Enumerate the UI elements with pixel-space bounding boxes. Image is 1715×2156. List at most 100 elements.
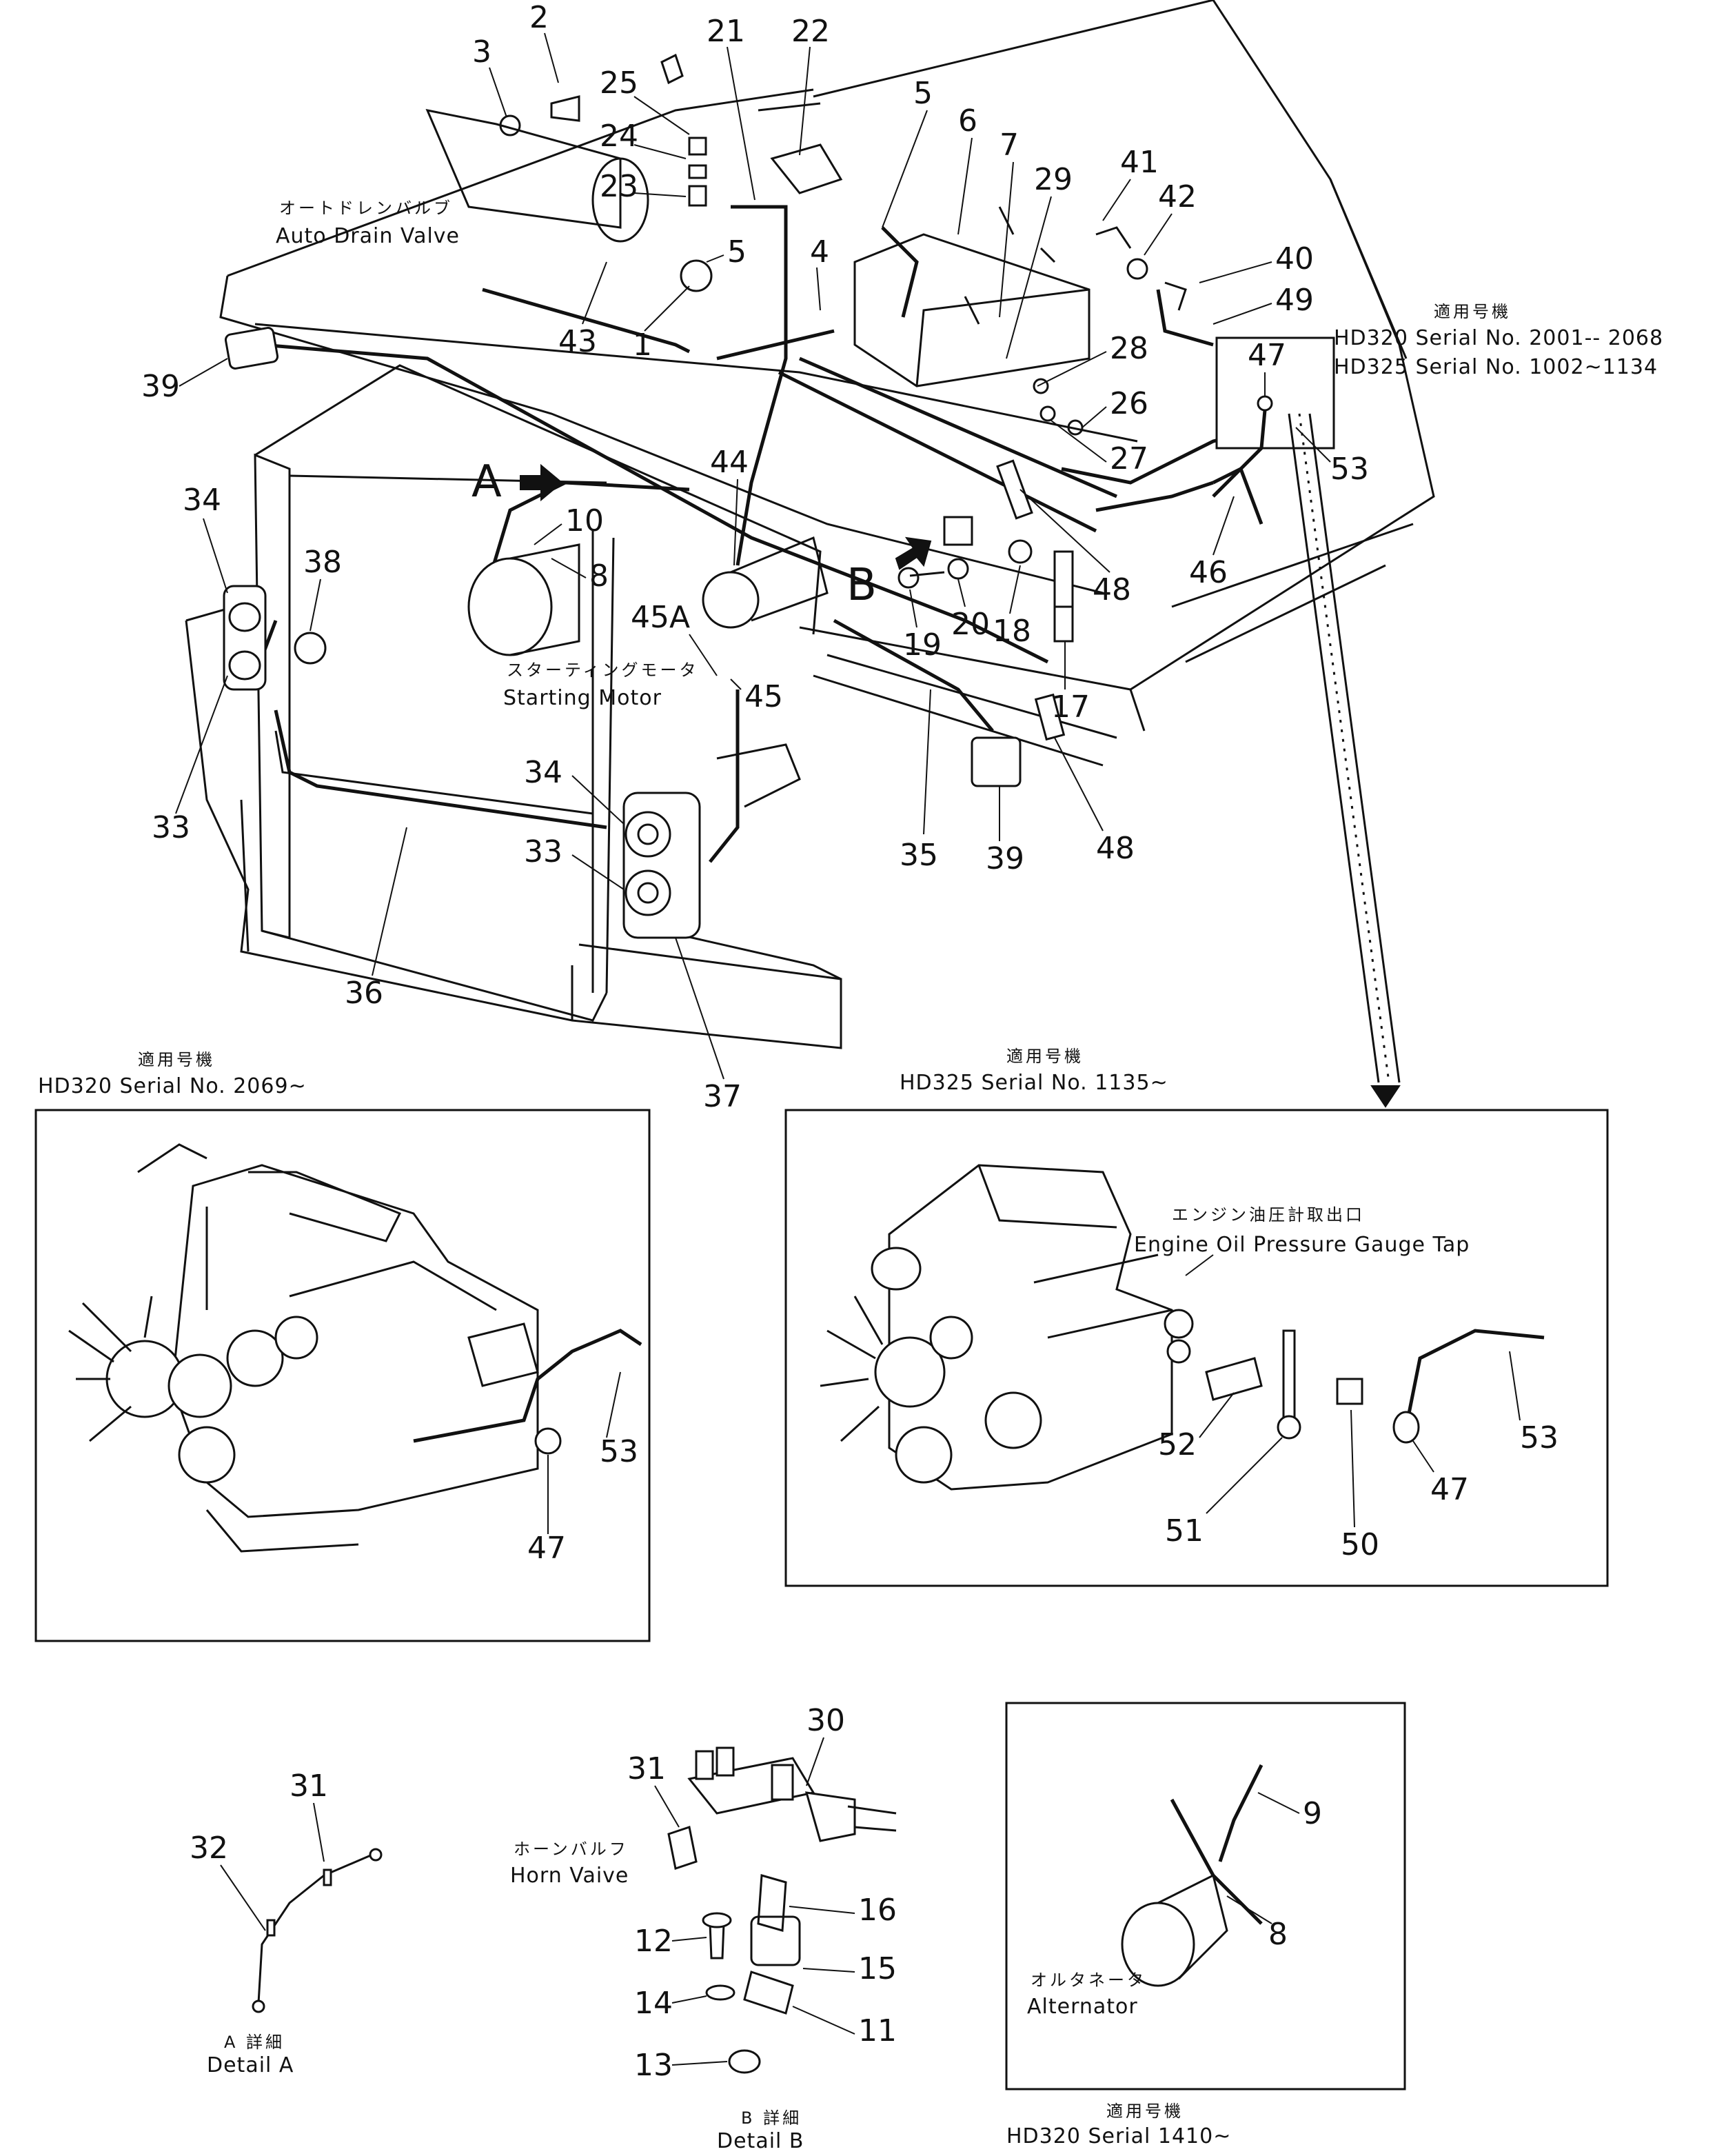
horn-valve-label-jp: ホーンバルフ — [514, 1840, 629, 1859]
callout-17: 17 — [1051, 689, 1090, 725]
callout-31-detail-a: 31 — [290, 1769, 328, 1804]
callout-13: 13 — [634, 2048, 673, 2083]
callout-20: 20 — [951, 607, 990, 642]
detail-a-title: Detail A — [207, 2053, 294, 2077]
callout-25: 25 — [600, 66, 638, 101]
callout-4: 4 — [810, 234, 829, 270]
callout-5: 5 — [913, 76, 933, 111]
callout-7: 7 — [999, 128, 1019, 163]
horn-valve-label: Horn Vaive — [510, 1864, 629, 1888]
callout-48-lower: 48 — [1096, 831, 1135, 866]
detail-b-title-jp: B 詳細 — [741, 2108, 802, 2128]
detail-panel-hd325: 適用号機 HD325 Serial No. 1135~ エンジン油圧計取出口 E… — [784, 1047, 1609, 1587]
callout-34: 34 — [524, 755, 562, 790]
applicability-right-line: HD325 Serial No. 1135~ — [900, 1071, 1168, 1095]
callout-12: 12 — [634, 1924, 673, 1959]
callout-47-left: 47 — [527, 1531, 566, 1566]
detail-panel-hd320: 適用号機 HD320 Serial No. 2069~ 53 47 — [34, 1050, 651, 1642]
callout-2: 2 — [529, 0, 549, 35]
callout-23: 23 — [600, 169, 638, 204]
callout-8-alternator: 8 — [1268, 1917, 1288, 1952]
callout-51: 51 — [1165, 1513, 1204, 1549]
applicability-left-jp: 適用号機 — [138, 1050, 215, 1069]
callout-47-top: 47 — [1248, 338, 1286, 373]
callout-39-right: 39 — [986, 841, 1024, 876]
callout-6: 6 — [958, 103, 977, 139]
callout-32: 32 — [190, 1831, 228, 1866]
callout-33: 33 — [524, 834, 562, 869]
callout-1: 1 — [633, 328, 652, 363]
detail-panel-frame-left — [34, 1109, 651, 1642]
callout-10: 10 — [565, 503, 604, 538]
alternator-panel: 9 8 オルタネータ Alternator 適用号機 HD320 Serial … — [1005, 1702, 1406, 2148]
callout-22: 22 — [791, 14, 830, 49]
view-b-marker: B — [846, 560, 877, 611]
callout-50: 50 — [1341, 1527, 1379, 1562]
callout-37: 37 — [703, 1079, 742, 1114]
callout-11: 11 — [858, 2013, 897, 2048]
callout-42: 42 — [1158, 179, 1197, 214]
applicability-top-line1: HD320 Serial No. 2001-- 2068 — [1334, 326, 1663, 350]
callout-53-right: 53 — [1520, 1420, 1559, 1455]
callout-9: 9 — [1303, 1796, 1322, 1831]
callout-46: 46 — [1189, 555, 1228, 590]
callout-18: 18 — [993, 614, 1031, 649]
callout-30: 30 — [806, 1703, 845, 1738]
callout-43: 43 — [558, 324, 597, 359]
detail-panel-frame-right — [784, 1109, 1609, 1587]
main-assembly-drawing — [185, 0, 1435, 1108]
detail-a: 31 32 A 詳細 Detail A — [190, 1769, 383, 2077]
auto-drain-valve-label: Auto Drain Valve — [276, 224, 460, 248]
view-a-marker: A — [471, 456, 502, 507]
callout-53-top: 53 — [1330, 452, 1369, 487]
alternator-label-jp: オルタネータ — [1031, 1971, 1146, 1990]
callout-21: 21 — [707, 14, 745, 49]
callout-24: 24 — [600, 119, 638, 154]
starting-motor-label: Starting Motor — [503, 686, 662, 710]
applicability-left-line: HD320 Serial No. 2069~ — [38, 1074, 307, 1098]
callout-45: 45 — [744, 679, 783, 714]
callout-44: 44 — [710, 445, 749, 480]
alternator-label: Alternator — [1027, 1995, 1138, 2019]
callout-40: 40 — [1275, 241, 1314, 276]
callout-26: 26 — [1110, 386, 1148, 421]
callout-29: 29 — [1034, 162, 1073, 197]
callout-34-left: 34 — [183, 483, 221, 518]
engine-oil-tap-label: Engine Oil Pressure Gauge Tap — [1134, 1233, 1470, 1257]
callout-49: 49 — [1275, 283, 1314, 318]
callout-5-upper: 5 — [727, 234, 747, 270]
callout-16: 16 — [858, 1893, 897, 1928]
alternator-panel-frame — [1005, 1702, 1406, 2090]
starting-motor-label-jp: スターティングモータ — [507, 661, 699, 680]
callout-48: 48 — [1093, 572, 1131, 607]
auto-drain-valve-label-jp: オートドレンバルブ — [279, 199, 453, 218]
callout-27: 27 — [1110, 441, 1148, 476]
detail-b-title: Detail B — [717, 2129, 804, 2153]
callout-53-left: 53 — [600, 1434, 638, 1469]
applicability-bottom-line: HD320 Serial 1410~ — [1006, 2124, 1231, 2148]
callout-3: 3 — [472, 34, 491, 70]
callout-15: 15 — [858, 1951, 897, 1986]
callout-31-detail-b: 31 — [627, 1751, 666, 1786]
callout-47-right: 47 — [1430, 1472, 1469, 1507]
callout-38: 38 — [303, 545, 342, 580]
applicability-bottom-jp: 適用号機 — [1106, 2102, 1184, 2121]
callout-8: 8 — [589, 558, 609, 594]
callout-19: 19 — [903, 627, 942, 663]
main-assembly-labels: オートドレンバルブ Auto Drain Valve スターティングモータ St… — [141, 0, 1663, 1114]
callout-28: 28 — [1110, 331, 1148, 366]
detail-b: ホーンバルフ Horn Vaive 30 31 16 15 11 12 14 1… — [510, 1703, 897, 2153]
callout-36: 36 — [345, 976, 383, 1011]
callout-33-left: 33 — [152, 810, 190, 845]
callout-41: 41 — [1120, 145, 1159, 180]
detail-a-title-jp: A 詳細 — [224, 2033, 285, 2052]
callout-14: 14 — [634, 1986, 673, 2021]
applicability-top-jp: 適用号機 — [1434, 302, 1511, 321]
callout-39-left: 39 — [141, 369, 180, 404]
callout-52: 52 — [1158, 1427, 1197, 1462]
callout-35: 35 — [900, 838, 938, 873]
engine-oil-tap-label-jp: エンジン油圧計取出口 — [1172, 1205, 1365, 1225]
callout-45A: 45A — [631, 600, 690, 635]
applicability-top-line2: HD325 Serial No. 1002~1134 — [1334, 355, 1658, 379]
